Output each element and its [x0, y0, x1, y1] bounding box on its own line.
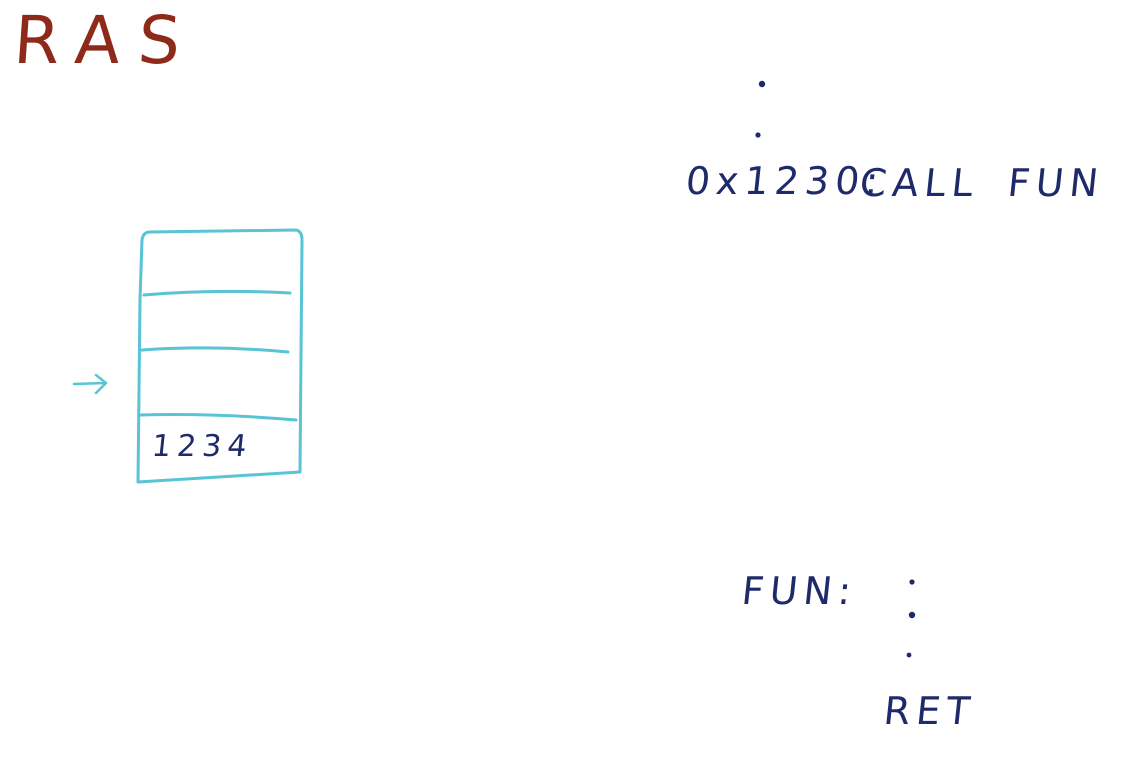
stack-divider-2 — [140, 346, 290, 354]
page-title: RAS — [11, 2, 201, 79]
call-address: 0x1230: — [683, 159, 887, 203]
return-instruction: RET — [881, 689, 978, 733]
ellipsis-dots-fun — [906, 579, 916, 658]
stack-divider-1 — [142, 289, 292, 297]
stack-entry-value: 1234 — [150, 429, 255, 464]
ras-stack — [136, 228, 304, 484]
stack-outline — [136, 228, 304, 484]
arrow-right-icon — [72, 373, 108, 395]
call-target: FUN — [1005, 161, 1107, 205]
stack-divider-3 — [138, 413, 298, 422]
function-label: FUN: — [739, 569, 860, 613]
ellipsis-dots-top — [755, 80, 766, 138]
call-instruction: CALL — [857, 161, 982, 205]
